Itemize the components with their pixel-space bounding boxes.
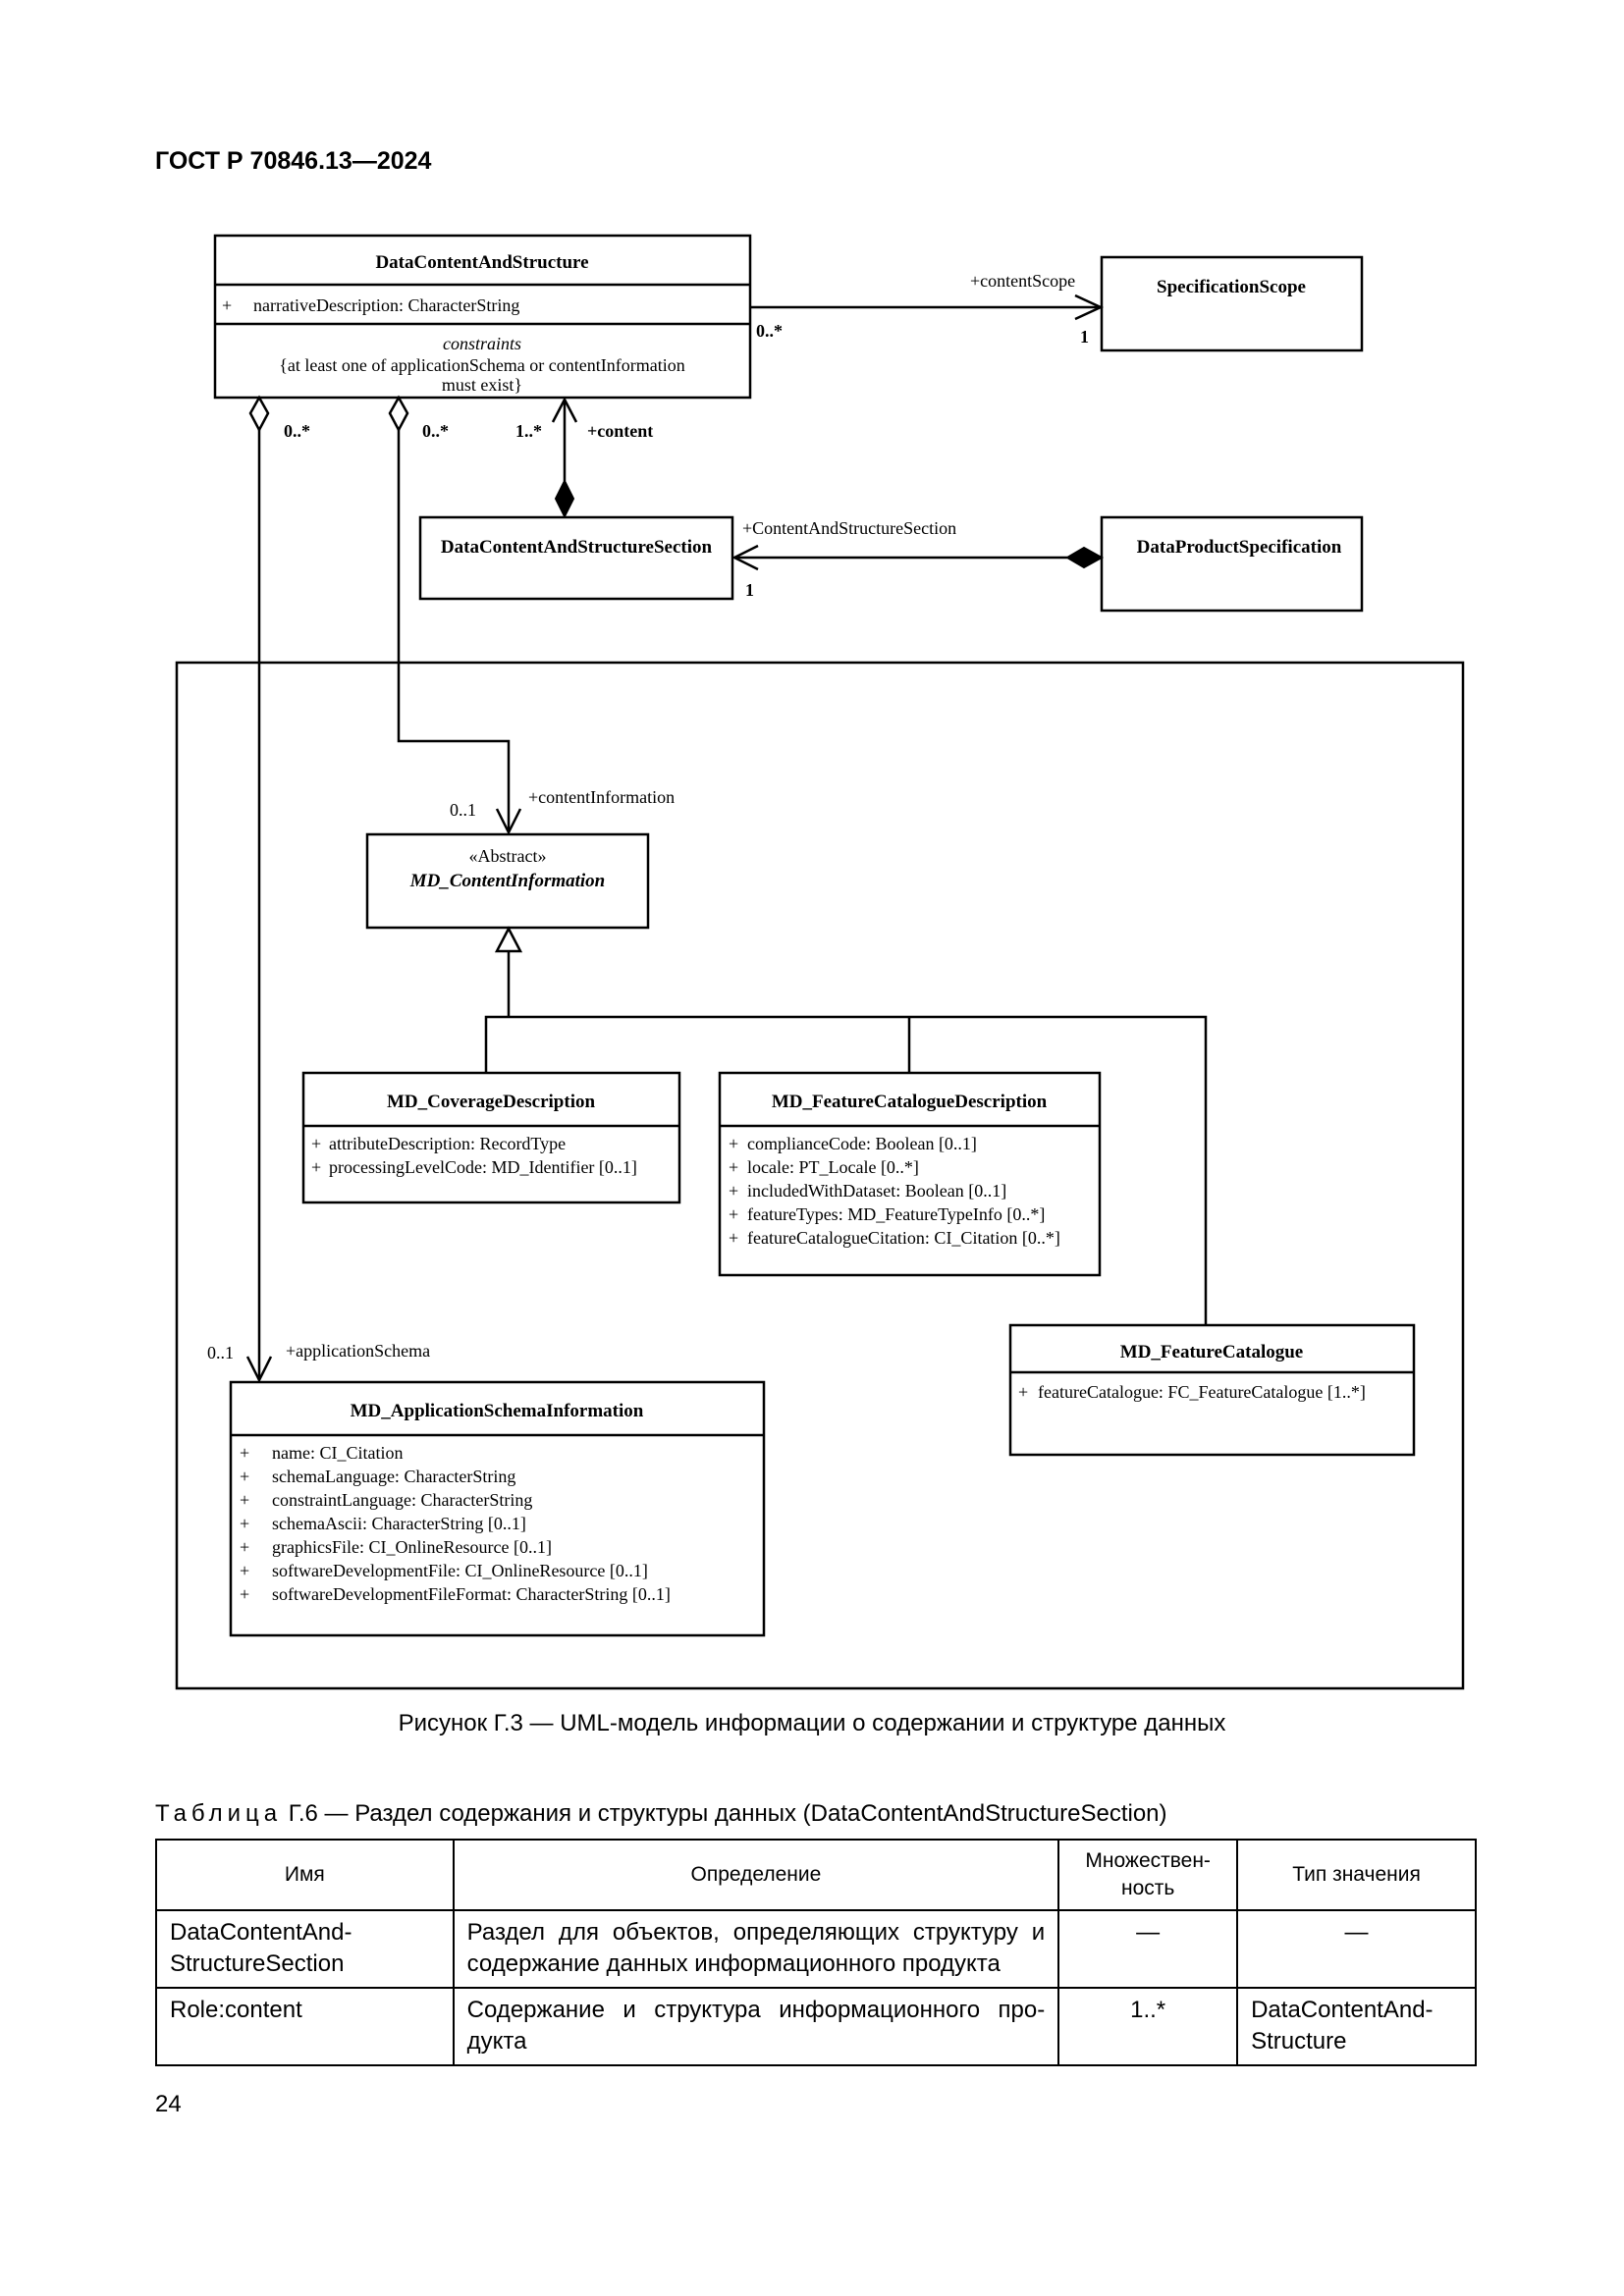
table-row: Role:content Содержание и структура инфо…: [155, 1986, 1477, 2066]
class-stereotype: «Abstract»: [469, 846, 547, 866]
class-name: MD_ApplicationSchemaInformation: [351, 1401, 644, 1421]
class-name: DataContentAndStructureSection: [441, 537, 713, 558]
multiplicity-label: 1: [745, 580, 754, 600]
table-row: DataContentAnd-StructureSection Раздел д…: [155, 1909, 1477, 1989]
visibility-plus: +: [1018, 1382, 1028, 1402]
multiplicity-label: 1: [1080, 327, 1089, 347]
attribute: constraintLanguage: CharacterString: [272, 1490, 532, 1510]
column-header: Тип значения: [1236, 1839, 1477, 1911]
multiplicity-label: 0..*: [422, 421, 449, 441]
constraints-title: constraints: [443, 334, 521, 353]
visibility-plus: +: [240, 1443, 249, 1463]
attribute: includedWithDataset: Boolean [0..1]: [747, 1181, 1006, 1201]
page-number: 24: [155, 2091, 182, 2117]
multiplicity-label: 0..*: [756, 321, 783, 341]
visibility-plus: +: [240, 1537, 249, 1557]
class-md-feature-catalogue-description: [718, 1071, 1102, 1277]
visibility-plus: +: [240, 1467, 249, 1486]
role-label: +contentInformation: [528, 787, 675, 807]
visibility-plus: +: [240, 1561, 249, 1580]
role-label: +ContentAndStructureSection: [742, 518, 956, 538]
attribute: schemaAscii: CharacterString [0..1]: [272, 1514, 526, 1533]
attribute: attributeDescription: RecordType: [329, 1134, 566, 1153]
table-caption-text: Г.6 — Раздел содержания и структуры данн…: [282, 1800, 1167, 1827]
table-cell: DataContentAnd-StructureSection: [155, 1909, 455, 1989]
class-name: DataProductSpecification: [1137, 537, 1342, 558]
visibility-plus: +: [729, 1228, 738, 1248]
figure-caption: Рисунок Г.3 — UML-модель информации о со…: [398, 1710, 1226, 1736]
attribute: complianceCode: Boolean [0..1]: [747, 1134, 977, 1153]
column-header: Имя: [155, 1839, 455, 1911]
visibility-plus: +: [222, 295, 232, 315]
table-cell: 1..*: [1057, 1986, 1239, 2066]
visibility-plus: +: [729, 1181, 738, 1201]
generalization-triangle: [494, 926, 523, 953]
table-cell: DataContentAnd-Structure: [1236, 1986, 1477, 2066]
attribute: narrativeDescription: CharacterString: [253, 295, 519, 315]
multiplicity-label: 0..1: [207, 1343, 234, 1362]
class-specification-scope: [1100, 255, 1364, 352]
attribute: locale: PT_Locale [0..*]: [747, 1157, 919, 1177]
composition-diamond-section: [1065, 546, 1105, 569]
class-name: MD_FeatureCatalogue: [1120, 1342, 1303, 1362]
attribute: processingLevelCode: MD_Identifier [0..1…: [329, 1157, 637, 1177]
class-name: MD_CoverageDescription: [387, 1092, 596, 1112]
table-caption: Таблица Г.6 — Раздел содержания и структ…: [155, 1800, 1167, 1828]
visibility-plus: +: [311, 1134, 321, 1153]
multiplicity-label: 0..*: [284, 421, 310, 441]
visibility-plus: +: [311, 1157, 321, 1177]
aggregation-diamond-application-schema: [248, 395, 270, 433]
multiplicity-label: 0..1: [450, 800, 476, 820]
attribute: schemaLanguage: CharacterString: [272, 1467, 515, 1486]
visibility-plus: +: [729, 1157, 738, 1177]
document-header: ГОСТ Р 70846.13—2024: [155, 147, 432, 175]
constraint-line: must exist}: [442, 375, 522, 395]
visibility-plus: +: [240, 1514, 249, 1533]
class-name: MD_FeatureCatalogueDescription: [772, 1092, 1048, 1112]
class-data-content-and-structure: [213, 234, 752, 400]
composition-diamond-content: [554, 478, 575, 519]
class-md-feature-catalogue: [1008, 1323, 1416, 1457]
table-cell: —: [1057, 1909, 1239, 1989]
table-cell: Role:content: [155, 1986, 455, 2066]
visibility-plus: +: [240, 1490, 249, 1510]
attribute: graphicsFile: CI_OnlineResource [0..1]: [272, 1537, 552, 1557]
multiplicity-label: 1..*: [515, 421, 542, 441]
visibility-plus: +: [729, 1134, 738, 1153]
table-cell: —: [1236, 1909, 1477, 1989]
role-label: +contentScope: [970, 271, 1075, 291]
class-md-content-information: [365, 832, 650, 930]
attribute: name: CI_Citation: [272, 1443, 403, 1463]
visibility-plus: +: [240, 1584, 249, 1604]
role-label: +content: [587, 421, 653, 441]
table-caption-prefix: Таблица: [155, 1800, 283, 1827]
attribute: featureCatalogue: FC_FeatureCatalogue [1…: [1038, 1382, 1366, 1402]
table-cell: Раздел для объектов, определяющих структ…: [452, 1909, 1060, 1989]
attribute: featureTypes: MD_FeatureTypeInfo [0..*]: [747, 1204, 1045, 1224]
role-label: +applicationSchema: [286, 1341, 430, 1361]
attribute: softwareDevelopmentFile: CI_OnlineResour…: [272, 1561, 648, 1580]
class-data-product-specification: [1100, 515, 1364, 613]
column-header: Множествен-ность: [1057, 1839, 1239, 1911]
class-name: SpecificationScope: [1157, 277, 1306, 297]
table-cell: Содержание и структура информационного п…: [452, 1986, 1060, 2066]
uml-diagram: DataContentAndStructure + narrativeDescr…: [175, 234, 1465, 1690]
class-name: MD_ContentInformation: [409, 871, 606, 891]
class-data-content-section: [418, 515, 734, 601]
table-header-row: Имя Определение Множествен-ность Тип зна…: [155, 1839, 1477, 1911]
aggregation-diamond-content-information: [388, 395, 409, 433]
constraint-line: {at least one of applicationSchema or co…: [279, 355, 685, 375]
data-table: Имя Определение Множествен-ность Тип зна…: [155, 1839, 1477, 2066]
class-md-application-schema-information: [229, 1380, 766, 1637]
class-md-coverage-description: [301, 1071, 681, 1204]
attribute: featureCatalogueCitation: CI_Citation [0…: [747, 1228, 1060, 1248]
column-header: Определение: [452, 1839, 1060, 1911]
attribute: softwareDevelopmentFileFormat: Character…: [272, 1584, 671, 1604]
class-name: DataContentAndStructure: [375, 252, 588, 273]
visibility-plus: +: [729, 1204, 738, 1224]
